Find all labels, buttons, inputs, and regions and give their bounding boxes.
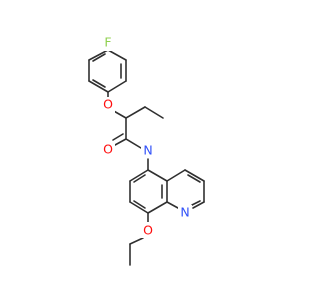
bond — [133, 200, 146, 209]
atom-label-quinoline-nitrogen: N — [180, 205, 189, 220]
bond — [129, 237, 144, 245]
bond — [166, 201, 179, 209]
bond — [144, 106, 164, 119]
bond — [88, 80, 109, 93]
atom-label-ethoxy-oxygen: O — [143, 223, 153, 238]
bond — [187, 174, 201, 183]
bond — [129, 201, 149, 214]
bond — [147, 201, 168, 214]
bond — [166, 169, 186, 182]
bond — [191, 200, 201, 206]
bond — [125, 106, 146, 119]
bond — [125, 138, 142, 149]
atom-label-carbonyl-oxygen: O — [103, 142, 113, 157]
bond — [92, 79, 106, 88]
bond — [133, 174, 146, 183]
bond — [114, 138, 127, 146]
bond — [147, 169, 168, 182]
atom-label-amide-nitrogen: N — [143, 143, 152, 158]
bond — [92, 53, 106, 62]
atom-label-ether-oxygen: O — [103, 97, 113, 112]
bond — [107, 49, 127, 61]
bond — [184, 169, 205, 182]
bond — [192, 201, 205, 209]
bond — [107, 80, 127, 93]
bond — [129, 169, 149, 182]
atom-label-fluorine: F — [104, 35, 111, 50]
molecule-structure: F O O N N O — [88, 34, 205, 266]
bond — [112, 133, 124, 141]
atom-labels: F O O N N O — [101, 35, 192, 238]
bond — [88, 49, 109, 61]
